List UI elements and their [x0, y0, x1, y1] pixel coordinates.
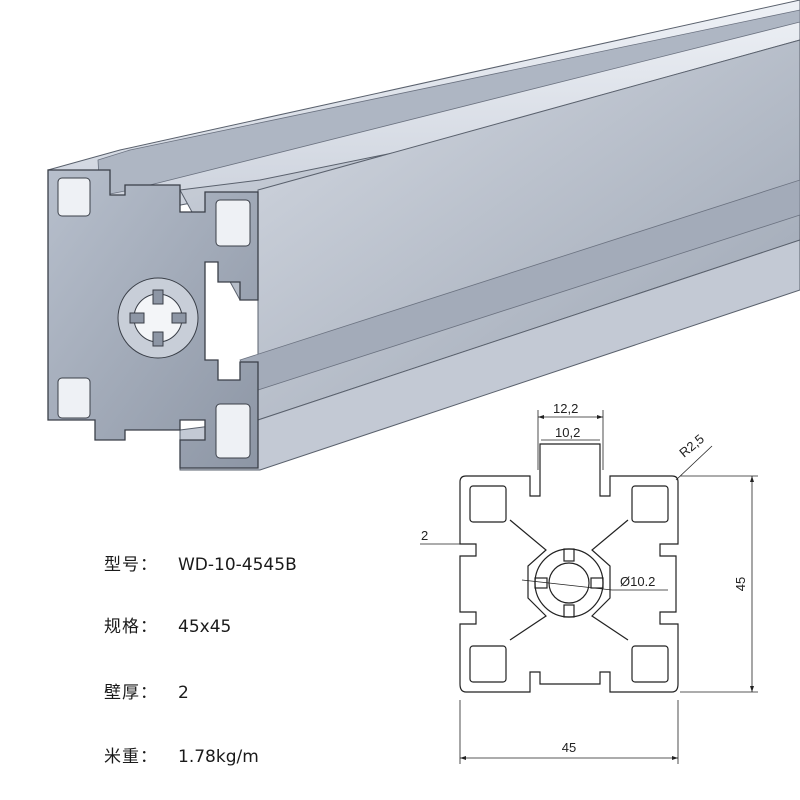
spec-weight: 米重： 1.78kg/m — [104, 742, 259, 767]
dim-wall: 2 — [421, 528, 428, 543]
spec-model-value: WD-10-4545B — [178, 555, 297, 575]
spec-size: 规格： 45x45 — [104, 612, 231, 637]
drawing-hollow-br — [631, 645, 669, 683]
spec-weight-label: 米重： — [104, 747, 158, 767]
hollow-top-left — [57, 177, 91, 217]
hollow-top-right — [215, 199, 251, 247]
spec-wall-label: 壁厚： — [104, 683, 158, 703]
drawing-hollow-bl — [469, 645, 507, 683]
profile-technical-drawing: 12,2 10,2 R2,5 2 Ø10.2 45 45 — [420, 401, 758, 764]
dim-corner-radius: R2,5 — [676, 431, 707, 460]
spec-model-label: 型号： — [104, 555, 158, 575]
spec-wall-value: 2 — [178, 683, 189, 703]
hollow-bottom-left — [57, 377, 91, 419]
dim-slot-outer: 12,2 — [553, 401, 578, 416]
drawing-hollow-tl — [469, 485, 507, 523]
spec-weight-value: 1.78kg/m — [178, 747, 259, 767]
dim-height: 45 — [733, 577, 748, 591]
extrusion-3d-render — [47, 0, 800, 471]
dim-slot-inner: 10,2 — [555, 425, 580, 440]
spec-size-value: 45x45 — [178, 617, 232, 637]
center-bore — [117, 277, 199, 359]
drawing-bore-outer — [534, 548, 604, 618]
drawing-hollow-tr — [631, 485, 669, 523]
spec-wall: 壁厚： 2 — [104, 678, 189, 703]
dim-width: 45 — [562, 740, 576, 755]
dim-center-bore: Ø10.2 — [620, 574, 655, 589]
drawing-bore-inner — [548, 562, 590, 604]
spec-size-label: 规格： — [104, 617, 158, 637]
spec-model: 型号： WD-10-4545B — [104, 550, 297, 575]
profile-outline — [459, 443, 679, 693]
hollow-bottom-right — [215, 403, 251, 459]
